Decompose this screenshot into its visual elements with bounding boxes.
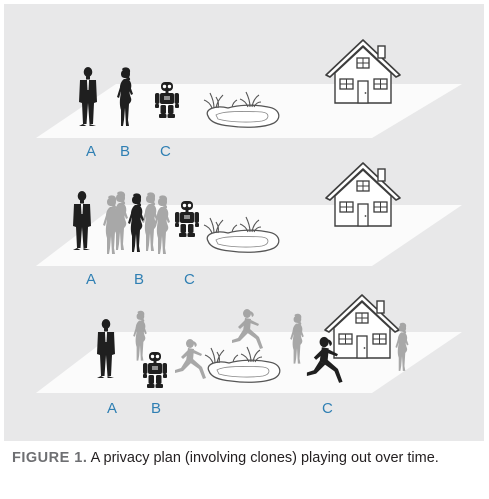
house-icon: [324, 294, 400, 359]
panel-2: [36, 162, 462, 266]
house-icon: [325, 39, 401, 104]
panel-1-label-a: A: [86, 143, 97, 160]
panel-2-label-c: C: [184, 271, 195, 288]
house-icon: [325, 162, 401, 227]
figure-caption: FIGURE 1. A privacy plan (involving clon…: [12, 449, 478, 468]
panel-3-label-c: C: [322, 400, 333, 417]
panel-3-label-a: A: [107, 400, 118, 417]
panel-1-label-c: C: [160, 143, 171, 160]
panel-3: [36, 294, 462, 393]
panel-1: [36, 39, 462, 138]
panel-3-label-b: B: [151, 400, 162, 417]
panel-1-label-b: B: [120, 143, 131, 160]
caption-text: A privacy plan (involving clones) playin…: [87, 450, 439, 466]
figure-number: FIGURE 1.: [12, 450, 88, 466]
panel-2-label-a: A: [86, 271, 97, 288]
panel-2-label-b: B: [134, 271, 145, 288]
